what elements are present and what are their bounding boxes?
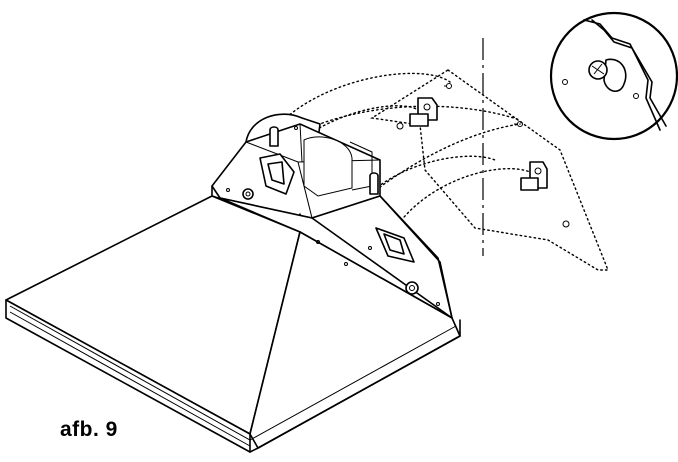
cooker-hood	[5, 113, 461, 453]
wall-bracket-upper	[409, 97, 438, 127]
hood-slot-right	[375, 227, 415, 263]
wall-bracket-lower	[520, 161, 548, 191]
keyhole-tab-left	[269, 126, 279, 147]
hood-hole	[405, 281, 419, 295]
wall-screw-upper	[444, 83, 452, 89]
wall-screw-middle	[514, 121, 523, 127]
hood-slot-left	[259, 153, 295, 195]
screw-detail-callout	[549, 11, 678, 141]
keyhole-tab-right	[369, 172, 379, 195]
hood-hole	[242, 188, 254, 200]
figure-caption: afb. 9	[60, 418, 118, 441]
wall-mounting-plate-outline	[370, 69, 610, 271]
